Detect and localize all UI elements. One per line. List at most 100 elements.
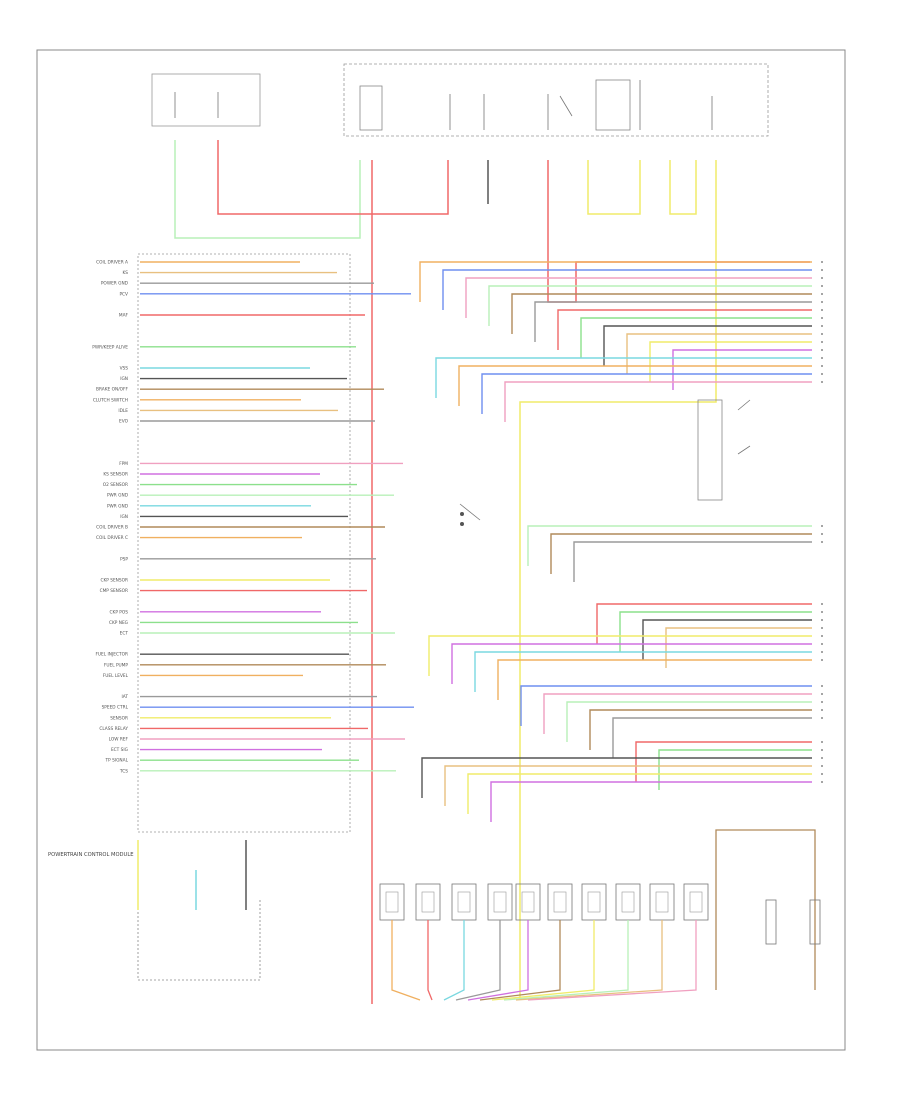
- right-wire-20: [619, 611, 812, 652]
- connector-pin: [821, 533, 823, 535]
- connector-pin: [821, 261, 823, 263]
- pcm-pin-21: O2 SENSOR: [103, 482, 357, 488]
- pcm-pin-41: IAT: [122, 694, 377, 700]
- right-wire-16: [527, 525, 812, 566]
- right-wire-22: [665, 627, 812, 668]
- pcm-pin-label: PWR GND: [107, 503, 129, 509]
- right-wire-11: [672, 349, 812, 390]
- pcm-pin-2: POWER GND: [101, 281, 374, 287]
- right-wire-1: [442, 269, 812, 310]
- pcm-pin-label: ECT: [120, 631, 129, 637]
- right-wire-6: [557, 309, 812, 350]
- top-wires: [174, 140, 810, 1004]
- connector-pin: [821, 659, 823, 661]
- right-wire-29: [566, 701, 812, 742]
- right-wire-19: [596, 603, 812, 644]
- injector-8: [503, 883, 641, 1001]
- pcm-pin-14: IDLE: [118, 408, 338, 414]
- connector-pin: [821, 717, 823, 719]
- pcm-pin-label: IAT: [122, 694, 129, 700]
- right-wire-4: [511, 293, 812, 334]
- injector-6: [479, 883, 573, 1001]
- switch-cluster: [459, 399, 751, 526]
- connector-pin: [821, 381, 823, 383]
- pcm-pin-label: KS SENSOR: [103, 472, 128, 478]
- pcm-pin-label: TCS: [119, 768, 128, 774]
- pcm-pin-44: CLASS RELAY: [99, 726, 368, 732]
- right-wire-25: [474, 651, 812, 692]
- pcm-pin-19: FPM: [119, 461, 403, 467]
- connector-pin: [821, 781, 823, 783]
- right-wire-23: [428, 635, 812, 676]
- right-wire-12: [435, 357, 812, 398]
- injector-5: [467, 883, 541, 1001]
- cmp-sensor: [137, 840, 261, 981]
- connector-pin: [821, 611, 823, 613]
- pcm-pin-label: IGN: [120, 514, 128, 520]
- pcm-pin-28: PSP: [120, 556, 376, 562]
- pcm-pin-label: EVO: [119, 419, 129, 425]
- connector-pin: [821, 301, 823, 303]
- pcm-label: POWERTRAIN CONTROL MODULE: [48, 852, 134, 858]
- right-connector-wires: [419, 261, 823, 822]
- right-wire-5: [534, 301, 812, 342]
- pcm-pin-label: FPM: [119, 461, 128, 467]
- right-wire-15: [504, 381, 812, 422]
- right-wire-3: [488, 285, 812, 326]
- connector-pin: [821, 741, 823, 743]
- pcm-pin-label: CKP POS: [110, 609, 129, 615]
- right-wire-35: [444, 765, 812, 806]
- injector-9: [515, 883, 675, 1001]
- pcm-pin-43: SENSOR: [110, 715, 331, 721]
- pcm-pin-label: PCV: [119, 291, 128, 297]
- pcm-pin-5: MAF: [119, 313, 365, 319]
- pcm-pin-22: PWR GND: [107, 493, 394, 499]
- pcm-pin-34: CKP NEG: [109, 620, 358, 626]
- connector-pin: [821, 685, 823, 687]
- connector-pin: [821, 541, 823, 543]
- pcm-pin-label: CMP SENSOR: [100, 588, 128, 594]
- connector-pin: [821, 285, 823, 287]
- right-wire-37: [490, 781, 812, 822]
- right-wire-21: [642, 619, 812, 660]
- pcm-pin-label: SENSOR: [110, 715, 128, 721]
- pcm-pin-label: VSS: [120, 366, 129, 372]
- pcm-pin-label: FUEL LEVEL: [103, 673, 129, 679]
- left-fuse-box: [151, 73, 261, 127]
- pcm-pin-label: CLUTCH SWITCH: [93, 397, 128, 403]
- pcm-pin-label: PWR GND: [107, 493, 129, 499]
- right-wire-26: [497, 659, 812, 700]
- right-wire-27: [520, 685, 812, 726]
- pcm-pin-label: CLASS RELAY: [99, 726, 128, 732]
- connector-pin: [821, 269, 823, 271]
- pcm-pin-12: BRAKE ON/OFF: [96, 387, 384, 393]
- pcm-pin-label: CKP NEG: [109, 620, 128, 626]
- connector-pin: [821, 773, 823, 775]
- pcm-pin-35: ECT: [120, 631, 395, 637]
- pcm-pin-label: COIL DRIVER B: [96, 525, 128, 531]
- right-wire-31: [612, 717, 812, 758]
- center-fuse-box: [343, 63, 769, 137]
- pcm-pin-10: VSS: [120, 366, 310, 372]
- pcm-pin-label: MAF: [119, 313, 129, 319]
- pcm-pin-30: CKP SENSOR: [100, 578, 330, 584]
- connector-pin: [821, 357, 823, 359]
- right-wire-17: [550, 533, 812, 574]
- connector-pin: [821, 619, 823, 621]
- connector-pin: [821, 325, 823, 327]
- connector-pin: [821, 293, 823, 295]
- pcm-pin-label: ECT SIG: [111, 747, 128, 753]
- connector-pin: [821, 525, 823, 527]
- pcm-pin-37: FUEL INJECTOR: [95, 652, 349, 658]
- injector-7: [491, 883, 607, 1001]
- pcm-pin-1: KS: [122, 270, 337, 276]
- injector-row: [379, 883, 709, 1001]
- connector-pin: [821, 317, 823, 319]
- connector-pin: [821, 333, 823, 335]
- right-wire-13: [458, 365, 812, 406]
- pcm-pin-label: O2 SENSOR: [103, 482, 128, 488]
- pcm-pin-label: BRAKE ON/OFF: [96, 387, 128, 393]
- injector-2: [415, 883, 441, 1001]
